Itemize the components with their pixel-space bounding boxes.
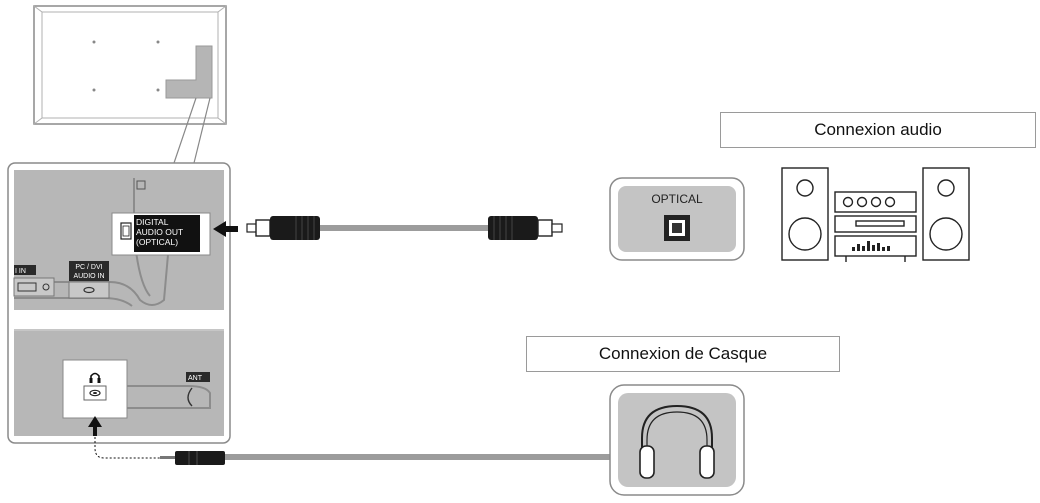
audio-connection-title-box: Connexion audio	[720, 112, 1036, 148]
headphone-small-icon	[89, 372, 101, 383]
headphone-jack-port	[62, 359, 128, 419]
headphones-icon	[639, 404, 715, 479]
digital-audio-out-port: DIGITAL AUDIO OUT (OPTICAL)	[111, 212, 211, 256]
optical-input-box: OPTICAL	[609, 177, 745, 261]
pc-dvi-label-line2: AUDIO IN	[73, 273, 104, 280]
headphones-box	[609, 384, 745, 496]
optical-cable	[213, 216, 563, 240]
digital-audio-out-line1: DIGITAL	[136, 217, 169, 227]
antenna-label: ANT	[188, 375, 203, 382]
hdmi-in-label: I IN	[15, 268, 26, 275]
optical-label: OPTICAL	[651, 192, 703, 206]
digital-audio-out-line3: (OPTICAL)	[136, 237, 178, 247]
audio-connection-title: Connexion audio	[814, 120, 942, 139]
digital-audio-out-line2: AUDIO OUT	[136, 227, 183, 237]
headphone-arrow	[88, 416, 160, 459]
headphone-connection-title: Connexion de Casque	[598, 344, 768, 363]
hdmi-in-port-partial: I IN	[13, 265, 55, 297]
headphone-connection-title-box: Connexion de Casque	[526, 336, 840, 372]
pc-dvi-audio-in-port: PC / DVI AUDIO IN	[68, 261, 110, 299]
hifi-system-icon	[781, 167, 970, 262]
tv-back	[33, 5, 227, 125]
headphone-cable	[160, 451, 610, 465]
zoom-lines	[173, 97, 211, 164]
hifi-display-bars	[852, 241, 890, 251]
pc-dvi-label-line1: PC / DVI	[75, 264, 102, 271]
